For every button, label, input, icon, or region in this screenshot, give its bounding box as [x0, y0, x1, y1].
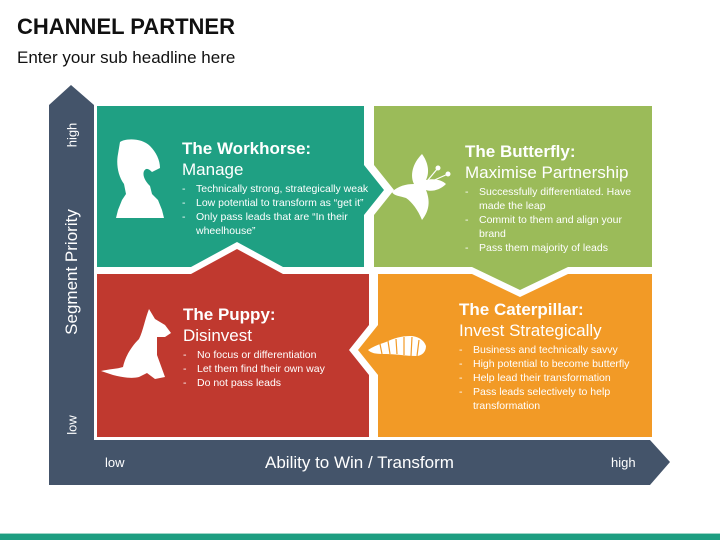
x-axis-label: Ability to Win / Transform [265, 453, 454, 472]
caterpillar-title: The Caterpillar: [459, 300, 584, 319]
x-axis-high-label: high [611, 455, 636, 470]
workhorse-bullet: Technically strong, strategically weak [182, 182, 382, 196]
puppy-bullet: Do not pass leads [183, 376, 363, 390]
axis-frame [49, 85, 670, 485]
butterfly-bullet: Commit to them and align your brand [465, 213, 643, 241]
quadrant-puppy-shape [97, 249, 369, 437]
puppy-bullets: No focus or differentiation Let them fin… [183, 348, 363, 390]
puppy-title: The Puppy: [183, 305, 276, 324]
y-axis-high-label: high [64, 122, 80, 148]
butterfly-bullets: Successfully differentiated. Have made t… [465, 185, 643, 255]
quadrant-butterfly: The Butterfly: Maximise Partnership Succ… [465, 142, 650, 255]
butterfly-icon [392, 154, 451, 220]
caterpillar-bullet: High potential to become butterfly [459, 357, 644, 371]
caterpillar-action: Invest Strategically [459, 321, 602, 340]
butterfly-action: Maximise Partnership [465, 163, 629, 182]
page-title: CHANNEL PARTNER [17, 14, 235, 39]
quadrant-workhorse: The Workhorse: Manage Technically strong… [182, 139, 382, 238]
footer-divider [0, 533, 720, 534]
workhorse-title: The Workhorse: [182, 139, 312, 158]
puppy-bullet: No focus or differentiation [183, 348, 363, 362]
footer-bar [0, 534, 720, 540]
caterpillar-bullet: Help lead their transformation [459, 371, 644, 385]
quadrant-puppy: The Puppy: Disinvest No focus or differe… [183, 305, 363, 390]
dog-icon [101, 309, 171, 379]
butterfly-bullet: Successfully differentiated. Have made t… [465, 185, 643, 213]
workhorse-bullet: Low potential to transform as “get it” [182, 196, 382, 210]
workhorse-action: Manage [182, 160, 244, 179]
butterfly-bullet: Pass them majority of leads [465, 241, 643, 255]
caterpillar-bullet: Business and technically savvy [459, 343, 644, 357]
puppy-action: Disinvest [183, 326, 252, 345]
quadrant-caterpillar: The Caterpillar: Invest Strategically Bu… [459, 300, 649, 413]
chess-knight-icon [116, 139, 164, 218]
puppy-bullet: Let them find their own way [183, 362, 363, 376]
y-axis-label: Segment Priority [62, 209, 81, 335]
y-axis-low-label: low [64, 415, 80, 435]
x-axis-low-label: low [105, 455, 125, 470]
workhorse-bullet: Only pass leads that are “In their wheel… [182, 210, 366, 238]
caterpillar-icon [368, 336, 426, 357]
workhorse-bullets: Technically strong, strategically weak L… [182, 182, 382, 238]
caterpillar-bullets: Business and technically savvy High pote… [459, 343, 644, 413]
page-subtitle: Enter your sub headline here [17, 48, 236, 67]
butterfly-title: The Butterfly: [465, 142, 576, 161]
caterpillar-bullet: Pass leads selectively to help transform… [459, 385, 644, 413]
